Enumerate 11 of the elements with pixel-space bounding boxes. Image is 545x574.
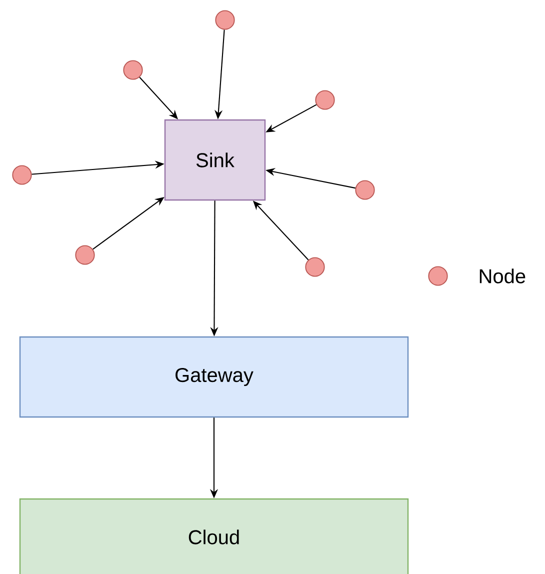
sensor-node [315, 90, 335, 110]
sensor-node [305, 257, 325, 277]
legend-label: Node [480, 268, 526, 284]
sensor-node [123, 60, 143, 80]
sensor-node [215, 10, 235, 30]
process-box: Cloud [19, 498, 409, 574]
sensor-node [12, 165, 32, 185]
process-box: Gateway [19, 336, 409, 418]
process-box: Sink [164, 119, 266, 201]
sensor-node [355, 180, 375, 200]
sensor-node [75, 245, 95, 265]
